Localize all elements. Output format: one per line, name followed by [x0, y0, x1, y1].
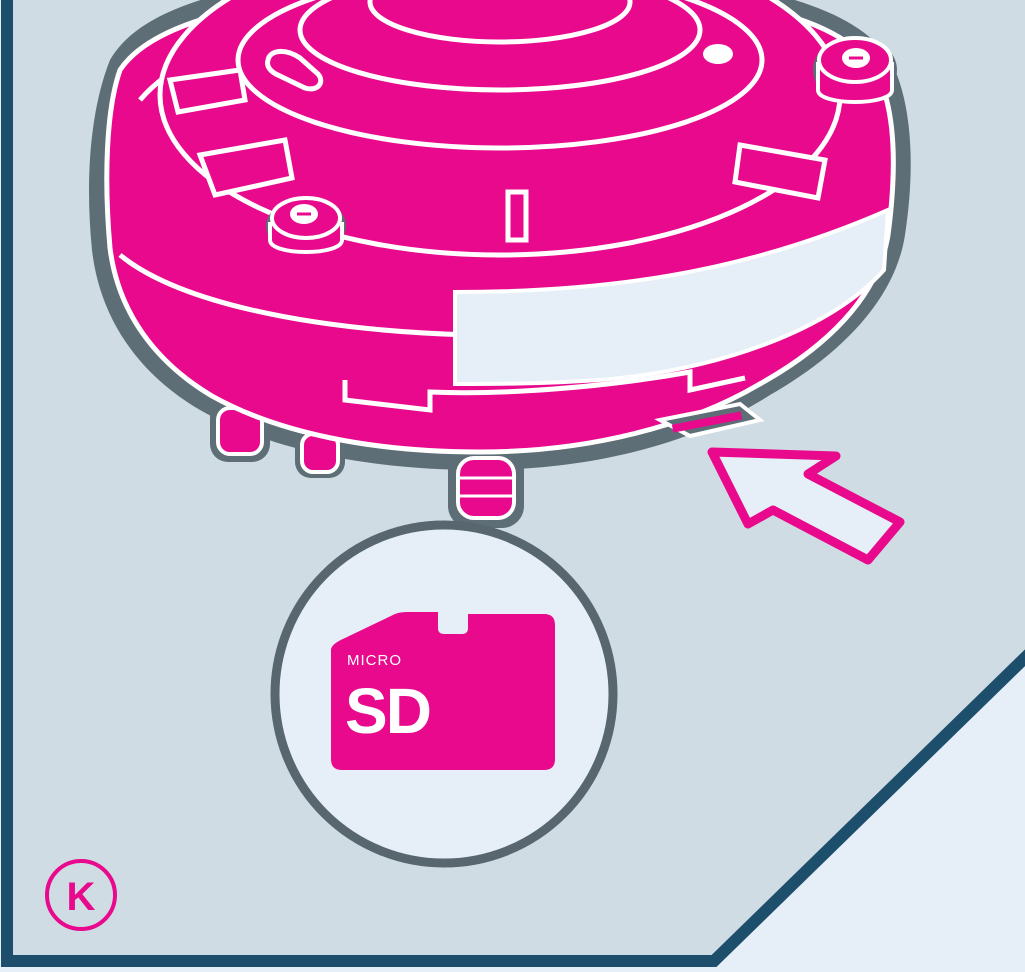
screw-right: [813, 36, 897, 104]
micro-sd-callout: MICRO SD: [275, 525, 613, 863]
screw-left: [266, 198, 346, 254]
step-letter: K: [67, 875, 96, 919]
micro-sd-card-icon: MICRO SD: [331, 612, 555, 770]
sd-micro-label: MICRO: [347, 652, 402, 669]
hub-hole: [703, 44, 733, 64]
sd-main-label: SD: [345, 675, 430, 747]
